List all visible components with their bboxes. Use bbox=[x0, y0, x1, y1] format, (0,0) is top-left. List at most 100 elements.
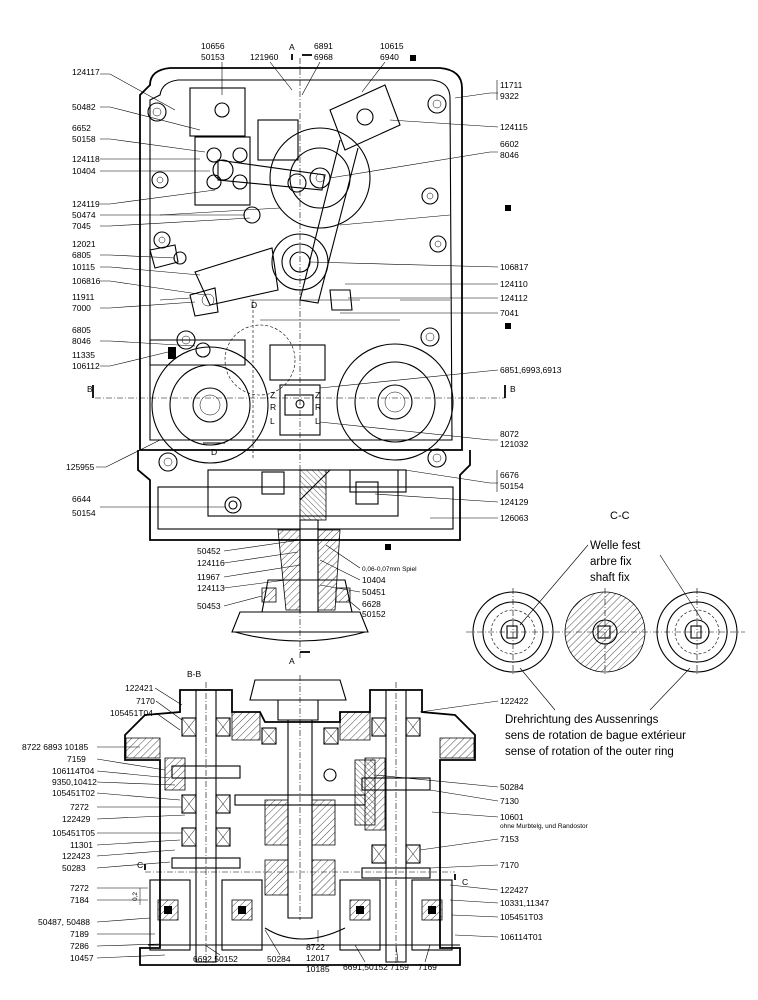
section-b-right: B bbox=[510, 384, 516, 394]
part-label: 122429 bbox=[62, 814, 91, 824]
section-c-left: C bbox=[137, 860, 143, 870]
shaft-labels: 50452 124116 11967 124113 50453 0,06-0,0… bbox=[197, 539, 417, 619]
part-label: 7045 bbox=[72, 221, 91, 231]
switch-letter: Z bbox=[315, 390, 320, 400]
part-label: 50453 bbox=[197, 601, 221, 611]
part-label: 7170 bbox=[136, 696, 155, 706]
top-left-labels: 124117 50482 6652 50158 124118 10404 124… bbox=[66, 67, 251, 518]
part-label: 11301 bbox=[70, 840, 93, 850]
part-label: 106114T04 bbox=[52, 766, 95, 776]
part-label: 105451T05 bbox=[52, 828, 95, 838]
part-label: 106816 bbox=[72, 276, 101, 286]
part-label: 7130 bbox=[500, 796, 519, 806]
part-label: 7153 bbox=[500, 834, 519, 844]
part-label: 11711 bbox=[500, 80, 523, 90]
part-label: 121960 bbox=[250, 52, 279, 62]
part-label: 124118 bbox=[72, 154, 100, 164]
rotation-de: Drehrichtung des Aussenrings bbox=[505, 714, 659, 726]
part-label: 6940 bbox=[380, 52, 399, 62]
part-label: 6805 bbox=[72, 250, 91, 260]
part-label: 105451T02 bbox=[52, 788, 95, 798]
part-label: 6644 bbox=[72, 494, 91, 504]
part-label: 10404 bbox=[362, 575, 386, 585]
top-right-labels: 11711 9322 124115 6602 8046 106817 12411… bbox=[309, 80, 562, 523]
part-label: 11335 bbox=[72, 350, 95, 360]
part-label: 10457 bbox=[70, 953, 94, 963]
switch-letter: L bbox=[270, 416, 275, 426]
part-label: 6652 bbox=[72, 123, 91, 133]
part-label: 10115 bbox=[72, 262, 95, 272]
part-label: 125955 bbox=[66, 462, 95, 472]
part-label: 10601 bbox=[500, 812, 524, 822]
part-label: 6805 bbox=[72, 325, 91, 335]
section-d-top: D bbox=[251, 300, 257, 310]
part-label: 50451 bbox=[362, 587, 386, 597]
part-label: 124115 bbox=[500, 122, 528, 132]
part-label: 124117 bbox=[72, 67, 100, 77]
switch-letter: L bbox=[315, 416, 320, 426]
shaft-fixed-en: shaft fix bbox=[590, 572, 630, 584]
part-label: 8722 bbox=[306, 942, 325, 952]
part-label: 124112 bbox=[500, 293, 528, 303]
section-a-top: A bbox=[289, 42, 295, 52]
black-square-markers bbox=[385, 55, 511, 550]
part-label: 10404 bbox=[72, 166, 96, 176]
part-label: 6676 bbox=[500, 470, 519, 480]
bb-left-labels: 122421 7170 105451T04 8722 6893 10185 71… bbox=[22, 683, 186, 963]
part-label: 124110 bbox=[500, 279, 528, 289]
part-label: 10185 bbox=[306, 964, 330, 974]
part-label: 122423 bbox=[62, 851, 91, 861]
part-label: 6851,6993,6913 bbox=[500, 365, 562, 375]
part-label: 50152 bbox=[362, 609, 386, 619]
rotation-en: sense of rotation of the outer ring bbox=[505, 746, 674, 758]
part-label: 11967 bbox=[197, 572, 220, 582]
switch-letters: Z R L Z R L bbox=[270, 390, 321, 426]
section-bb-title: B-B bbox=[187, 669, 202, 679]
top-labels: 10656 50153 121960 6891 6968 10615 6940 bbox=[201, 41, 404, 96]
shaft-fixed-de: Welle fest bbox=[590, 540, 641, 552]
section-c-right: C bbox=[462, 877, 468, 887]
part-label: 8046 bbox=[72, 336, 91, 346]
part-label: 121032 bbox=[500, 439, 529, 449]
part-label: 7189 bbox=[70, 929, 89, 939]
part-label: 122422 bbox=[500, 696, 529, 706]
part-label: 126063 bbox=[500, 513, 529, 523]
part-label: 7159 bbox=[67, 754, 86, 764]
part-label: 7184 bbox=[70, 895, 89, 905]
part-label: 6691,50152 bbox=[343, 962, 388, 972]
section-d-bottom: D bbox=[211, 447, 217, 457]
part-label: 124119 bbox=[72, 199, 100, 209]
part-label: 50154 bbox=[500, 481, 524, 491]
part-label: 0,06-0,07mm Spiel bbox=[362, 566, 417, 573]
part-label: 124116 bbox=[197, 558, 225, 568]
part-label: 6602 bbox=[500, 139, 519, 149]
section-cc: C-C Welle fest arbre fix shaft fix bbox=[466, 510, 745, 758]
part-label: 106817 bbox=[500, 262, 529, 272]
part-label: 50284 bbox=[267, 954, 291, 964]
part-label: 124129 bbox=[500, 497, 529, 507]
part-label: 50482 bbox=[72, 102, 96, 112]
part-label: 6628 bbox=[362, 599, 381, 609]
part-label: 7272 bbox=[70, 802, 89, 812]
part-label: 6968 bbox=[314, 52, 333, 62]
part-label: 106112 bbox=[72, 361, 100, 371]
part-label: 8722 6893 10185 bbox=[22, 742, 88, 752]
part-label: 7041 bbox=[500, 308, 519, 318]
bb-right-labels: 122422 50284 7130 10601 ohne Murbtelg, u… bbox=[374, 696, 589, 942]
part-label: 10615 bbox=[380, 41, 404, 51]
part-label: 9350,10412 bbox=[52, 777, 97, 787]
part-label: 8072 bbox=[500, 429, 519, 439]
part-label: 12017 bbox=[306, 953, 330, 963]
part-label: 10656 bbox=[201, 41, 225, 51]
part-label: 7000 bbox=[72, 303, 91, 313]
part-label: 122427 bbox=[500, 885, 529, 895]
part-label: 9322 bbox=[500, 91, 519, 101]
section-markers: A A B B D D bbox=[87, 42, 516, 666]
part-label: 106114T01 bbox=[500, 932, 543, 942]
part-label: 50153 bbox=[201, 52, 225, 62]
part-label: 50283 bbox=[62, 863, 86, 873]
part-label: 12021 bbox=[72, 239, 96, 249]
part-label: 105451T04 bbox=[110, 708, 153, 718]
bb-bottom-labels: 6692,50152 50284 8722 12017 10185 6691,5… bbox=[193, 929, 437, 974]
